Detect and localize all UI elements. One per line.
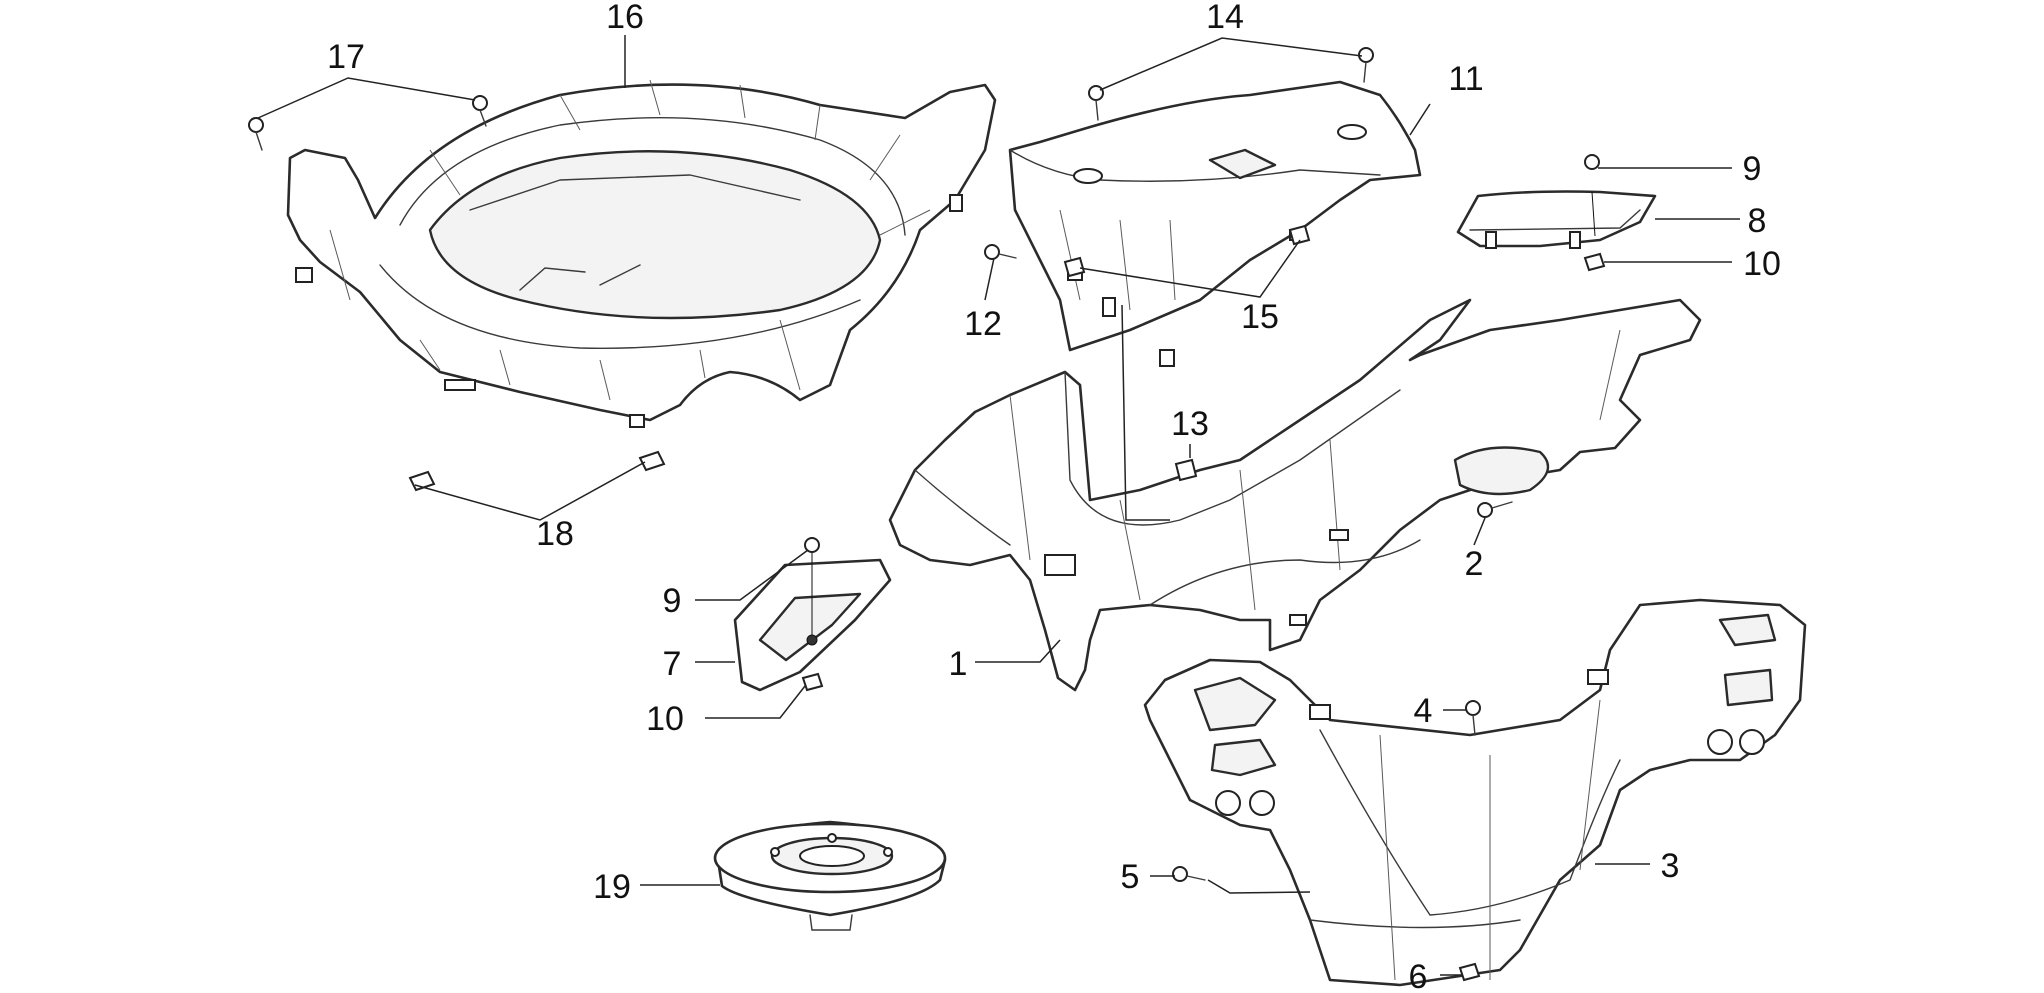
callout-14: 14 — [1206, 0, 1244, 36]
part-5-screw — [1172, 866, 1206, 882]
callout-10-right: 10 — [1743, 245, 1781, 283]
callout-labels: 16 17 14 11 9 8 10 12 15 13 2 18 9 7 10 … — [327, 0, 1781, 993]
leader-lines — [257, 35, 1740, 976]
callout-15: 15 — [1241, 298, 1279, 336]
part-4-screw — [1465, 700, 1481, 736]
part-13-clip — [1174, 458, 1198, 482]
part-14-screws — [1088, 47, 1374, 121]
part-7-bezel — [733, 545, 892, 692]
callout-1: 1 — [949, 645, 968, 683]
part-10-clip-left — [801, 672, 824, 692]
part-16-rear-handlebar-cover — [286, 79, 997, 428]
part-11-upper-cover — [1008, 80, 1422, 352]
callout-2: 2 — [1465, 545, 1484, 583]
callout-17: 17 — [327, 38, 365, 76]
callout-4: 4 — [1414, 692, 1433, 730]
part-12-screw — [984, 244, 1017, 260]
callout-3: 3 — [1661, 847, 1680, 885]
callout-16: 16 — [606, 0, 644, 36]
part-15-clips — [1063, 224, 1311, 278]
part-18-clips — [408, 450, 666, 492]
part-9-screw-left — [804, 537, 820, 553]
part-1-front-cover — [888, 298, 1702, 692]
callout-10-left: 10 — [646, 700, 684, 738]
part-19-grommet — [713, 820, 947, 931]
part-6-clip — [1458, 962, 1481, 982]
callout-5: 5 — [1121, 858, 1140, 896]
part-3-instrument-panel — [1143, 598, 1807, 987]
part-2-screw — [1477, 501, 1513, 518]
callout-9-right: 9 — [1743, 150, 1762, 188]
callout-8: 8 — [1748, 202, 1767, 240]
callout-6: 6 — [1409, 958, 1428, 993]
callout-13: 13 — [1171, 405, 1209, 443]
part-9-screw-right — [1584, 154, 1600, 170]
callout-7: 7 — [663, 645, 682, 683]
part-17-screws — [248, 95, 488, 151]
part-10-clip-right — [1583, 252, 1606, 272]
part-8-small-cover — [1456, 190, 1657, 249]
callout-12: 12 — [964, 305, 1002, 343]
leader-13-path — [1121, 304, 1170, 521]
callout-19: 19 — [593, 868, 631, 906]
callout-18: 18 — [536, 515, 574, 553]
callout-11: 11 — [1448, 60, 1483, 98]
callout-9-left: 9 — [663, 582, 682, 620]
